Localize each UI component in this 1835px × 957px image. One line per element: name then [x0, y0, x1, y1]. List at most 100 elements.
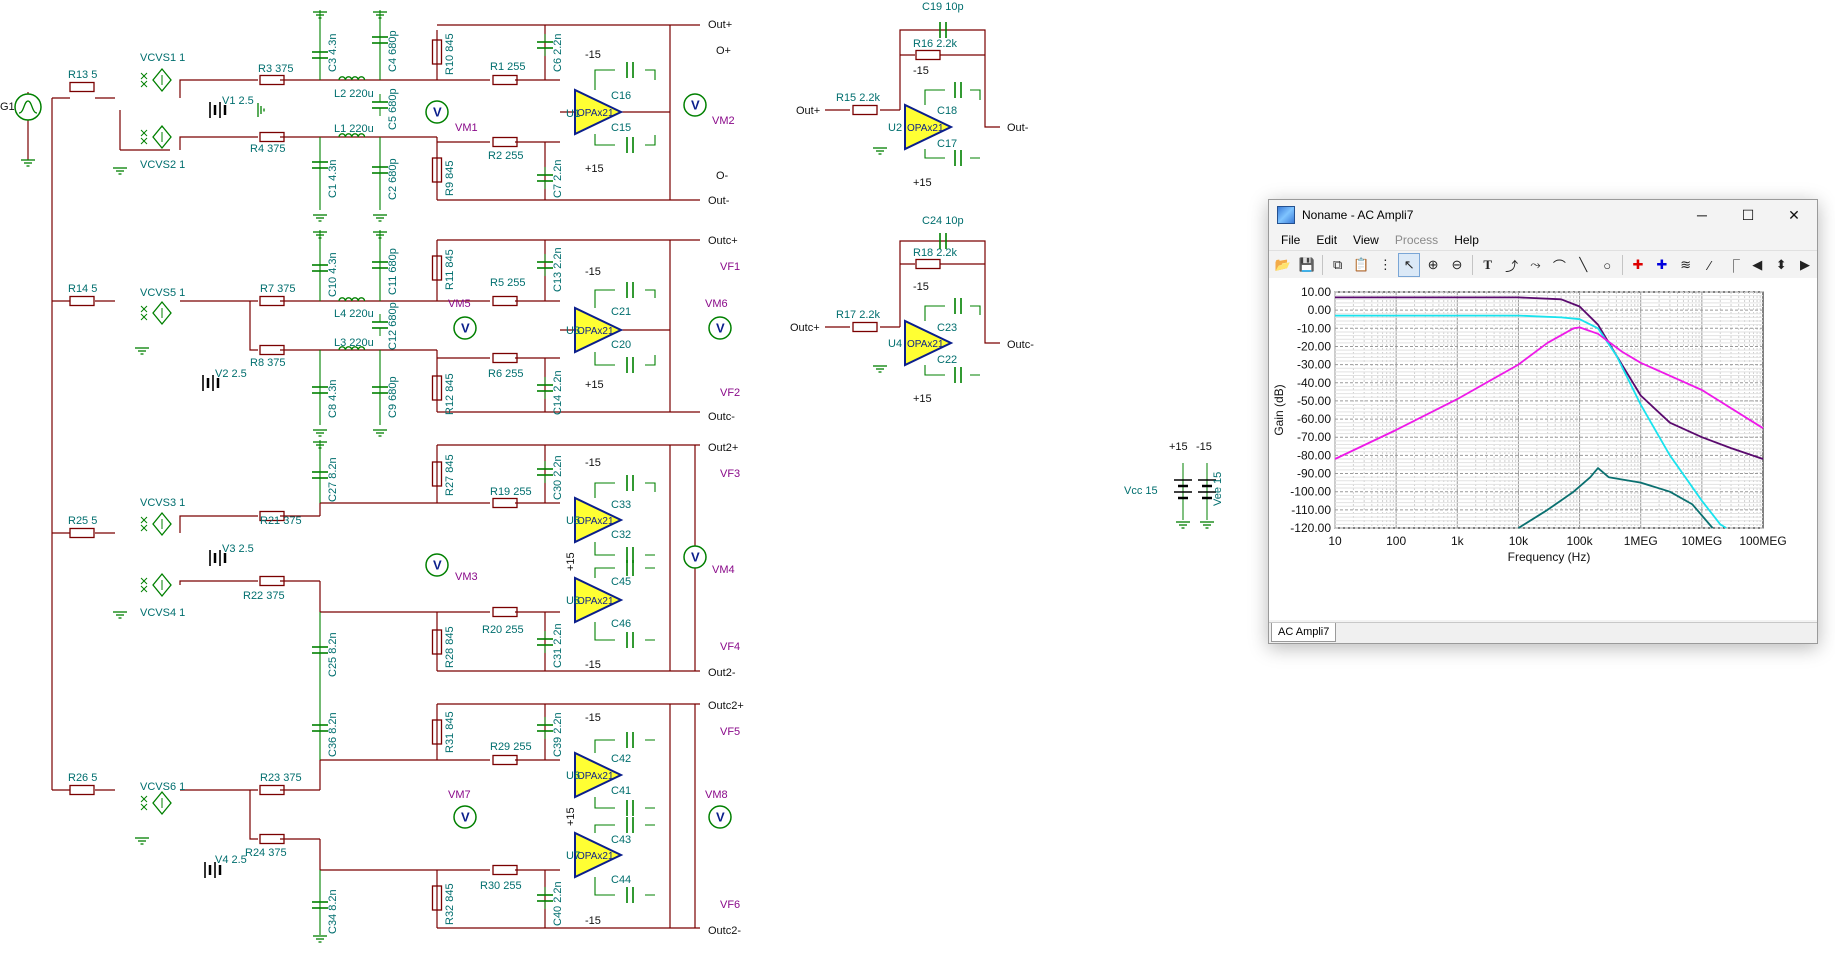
label-vm6: VM6 [705, 298, 728, 310]
svg-text:-15: -15 [913, 65, 929, 77]
capacitor-c5[interactable] [371, 93, 389, 117]
wave-icon[interactable]: ≋ [1680, 257, 1692, 272]
opamp-u8[interactable]: OPAx21 [574, 577, 622, 623]
voltmeter-vm3[interactable] [425, 553, 449, 577]
vcvs2-icon[interactable] [140, 125, 172, 149]
opamp-u7[interactable]: OPAx21 [574, 832, 622, 878]
resistor-r14[interactable] [69, 295, 95, 307]
resistor-r20[interactable] [492, 606, 518, 618]
vcvs4-icon[interactable] [140, 573, 172, 597]
y-tick-label: -100.00 [1290, 485, 1331, 499]
pointer-icon[interactable]: ↖ [1398, 253, 1421, 277]
grid-icon[interactable]: ⋮ [1378, 257, 1392, 272]
resistor-r1[interactable] [492, 74, 518, 86]
ac-analysis-window[interactable]: Noname - AC Ampli7 ─ ☐ ✕ File Edit View … [1268, 199, 1818, 644]
vcvs1-icon[interactable] [140, 68, 172, 92]
cursor-b-icon[interactable]: ✚ [1656, 257, 1668, 272]
label-c34: C34 8.2n [327, 889, 339, 934]
resistor-r19[interactable] [492, 497, 518, 509]
opamp-u2[interactable]: OPAx21 [904, 104, 952, 150]
y-tick-label: -110.00 [1291, 503, 1331, 517]
circle-icon[interactable]: ○ [1603, 257, 1612, 273]
opamp-u4[interactable]: OPAx21 [904, 320, 952, 366]
voltmeter-vm2[interactable] [683, 93, 707, 117]
resistor-r2[interactable] [492, 136, 518, 148]
menu-bar: File Edit View Process Help [1269, 230, 1817, 250]
arrow-right-icon[interactable]: ▶ [1800, 257, 1811, 272]
resistor-r29[interactable] [492, 754, 518, 766]
resistor-r17[interactable] [852, 321, 878, 333]
menu-view[interactable]: View [1353, 233, 1379, 247]
voltmeter-vm5[interactable] [453, 316, 477, 340]
label-u8: U8 [566, 595, 580, 607]
svg-text:+15: +15 [1169, 441, 1188, 453]
label-g1: G1 [0, 101, 15, 113]
supply-vee[interactable] [1198, 463, 1216, 529]
label-c22: C22 [937, 354, 957, 366]
menu-process[interactable]: Process [1394, 233, 1439, 247]
zoom-in-icon[interactable]: ⊕ [1427, 257, 1439, 272]
label-r30: R30 255 [480, 880, 522, 892]
arrow-left-icon[interactable]: ◀ [1752, 257, 1763, 272]
capacitor-c12[interactable] [371, 313, 389, 337]
arrow-updown-icon[interactable]: ⬍ [1775, 257, 1787, 272]
marker-icon[interactable]: ⤴ [1505, 258, 1519, 274]
voltmeter-vm4[interactable] [683, 545, 707, 569]
resistor-r15[interactable] [852, 104, 878, 116]
resistor-r25[interactable] [69, 527, 95, 539]
label-c12: C12 680p [387, 302, 399, 350]
opamp-u5[interactable]: OPAx21 [574, 497, 622, 543]
resistor-r5[interactable] [492, 295, 518, 307]
paste-icon[interactable]: 📋 [1353, 257, 1370, 272]
vcvs3-icon[interactable] [140, 512, 172, 536]
resistor-r16[interactable] [915, 49, 941, 61]
open-icon[interactable]: 📂 [1274, 257, 1292, 272]
resistor-r30[interactable] [492, 864, 518, 876]
label-vee: Vee 15 [1212, 472, 1224, 506]
resistor-r6[interactable] [492, 352, 518, 364]
curve-icon[interactable]: ⤳ [1530, 257, 1541, 272]
svg-text:+15: +15 [913, 393, 932, 405]
opamp-u1[interactable]: OPAx21 [574, 89, 622, 135]
cursor-a-icon[interactable]: ✚ [1632, 257, 1644, 272]
menu-file[interactable]: File [1281, 233, 1301, 247]
voltmeter-vm7[interactable] [453, 805, 477, 829]
voltmeter-vm1[interactable] [425, 100, 449, 124]
supply-vcc[interactable] [1174, 463, 1192, 529]
generator-g1[interactable]: G1 [0, 93, 42, 167]
zoom-out-icon[interactable]: ⊖ [1451, 257, 1463, 272]
title-bar[interactable]: Noname - AC Ampli7 ─ ☐ ✕ [1269, 200, 1817, 230]
vcvs6-icon[interactable] [140, 791, 172, 815]
voltmeter-vm6[interactable] [708, 316, 732, 340]
resistor-r13[interactable] [69, 81, 95, 93]
maximize-button[interactable]: ☐ [1741, 206, 1755, 223]
label-c41: C41 [611, 785, 631, 797]
close-button[interactable]: ✕ [1788, 206, 1800, 223]
text-icon[interactable]: T [1483, 257, 1493, 272]
line-icon[interactable]: ╲ [1579, 257, 1588, 272]
voltmeter-vm8[interactable] [708, 805, 732, 829]
label-r8: R8 375 [250, 357, 285, 369]
probe-icon[interactable]: ⁄ [1708, 257, 1711, 273]
label-r21: R21 375 [260, 515, 302, 527]
minimize-button[interactable]: ─ [1697, 207, 1707, 223]
curve-edit-icon[interactable]: ⌒ [1552, 258, 1566, 274]
copy-icon[interactable]: ⧉ [1332, 257, 1343, 272]
tab-ac-ampli7[interactable]: AC Ampli7 [1271, 623, 1337, 642]
opamp-u3[interactable]: OPAx21 [574, 307, 622, 353]
menu-edit[interactable]: Edit [1316, 233, 1338, 247]
save-icon[interactable]: 💾 [1298, 257, 1315, 272]
opamp-u6[interactable]: OPAx21 [574, 752, 622, 798]
step-icon[interactable]: ⎾ [1726, 258, 1740, 274]
label-r24: R24 375 [245, 847, 287, 859]
vcvs5-icon[interactable] [140, 301, 172, 325]
resistor-r26[interactable] [69, 784, 95, 796]
menu-help[interactable]: Help [1454, 233, 1479, 247]
label-c17: C17 [937, 138, 957, 150]
series-line-3 [1334, 326, 1764, 460]
resistor-r18[interactable] [915, 258, 941, 270]
gain-chart[interactable]: 10.000.00-10.00-20.00-30.00-40.00-50.00-… [1269, 278, 1817, 620]
toolbar-separator [1471, 255, 1473, 275]
